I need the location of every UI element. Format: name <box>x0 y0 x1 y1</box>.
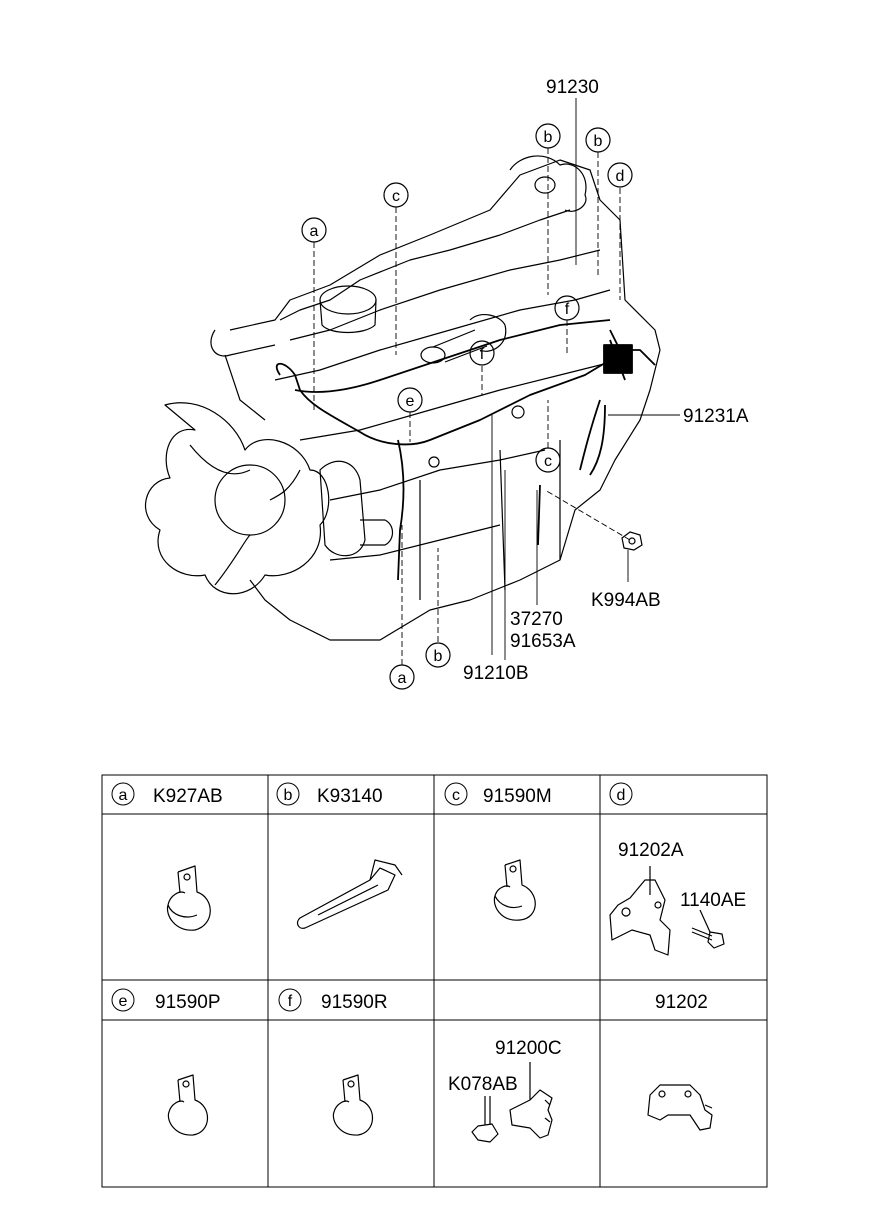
clamp-drawing-f <box>332 1074 374 1136</box>
part-label-91210B: 91210B <box>463 663 529 684</box>
callout-a-bottom: a <box>398 670 407 687</box>
table-letter-b: b <box>284 787 293 804</box>
callout-d-top: d <box>616 168 625 185</box>
table-sublabel-1140AE: 1140AE <box>680 890 746 911</box>
part-label-91653A: 91653A <box>510 631 576 652</box>
clamp-drawing-e <box>167 1074 209 1136</box>
part-label-91230: 91230 <box>546 77 599 98</box>
nut-drawing <box>621 531 643 551</box>
table-letter-f: f <box>288 993 293 1010</box>
callout-b-bottom: b <box>434 648 443 665</box>
bracket-drawing-d <box>609 866 671 956</box>
table-part-b: K93140 <box>317 786 383 807</box>
part-label-K994AB: K994AB <box>591 590 661 611</box>
part-label-37270: 37270 <box>510 609 563 630</box>
callout-b-top1: b <box>544 129 553 146</box>
callout-f-mid2: f <box>565 301 570 318</box>
bracket-drawing-h <box>647 1084 713 1131</box>
table-part-f: 91590R <box>321 992 388 1013</box>
bolt-drawing-d <box>691 909 725 949</box>
table-sublabel-91202A: 91202A <box>618 840 684 861</box>
table-sublabel-K078AB: K078AB <box>448 1074 518 1095</box>
table-part-e: 91590P <box>155 992 221 1013</box>
table-letter-a: a <box>119 787 128 804</box>
callout-a-top: a <box>310 223 319 240</box>
callout-b-top2: b <box>594 133 603 150</box>
bolt-drawing-g <box>471 1096 499 1143</box>
engine-wiring-diagram: a c b b d f f e c a b 91230 91231A K994A… <box>144 77 749 690</box>
callout-f-mid1: f <box>480 346 485 363</box>
table-letter-e: e <box>119 993 128 1010</box>
cable-tie-drawing-b <box>296 859 403 929</box>
callout-c-mid: c <box>544 453 552 470</box>
table-letter-d: d <box>617 787 626 804</box>
parts-table: a K927AB b K93140 c 91590M d e 91590P f … <box>101 774 768 1188</box>
table-sublabel-91200C: 91200C <box>495 1038 562 1059</box>
bracket-drawing-g <box>509 1062 553 1139</box>
part-label-91231A: 91231A <box>683 406 749 427</box>
clamp-drawing-a <box>166 865 211 931</box>
fan-drawing <box>144 402 330 595</box>
table-letter-c: c <box>452 787 460 804</box>
table-part-h: 91202 <box>655 992 708 1013</box>
wiring-harness <box>275 319 656 581</box>
callout-e-mid: e <box>406 393 415 410</box>
clamp-drawing-c <box>493 859 536 921</box>
table-part-c: 91590M <box>483 786 552 807</box>
callout-c-top: c <box>392 188 400 205</box>
callout-circles <box>301 123 633 690</box>
engine-block <box>210 155 661 641</box>
leader-lines <box>313 98 680 665</box>
table-part-a: K927AB <box>153 786 223 807</box>
